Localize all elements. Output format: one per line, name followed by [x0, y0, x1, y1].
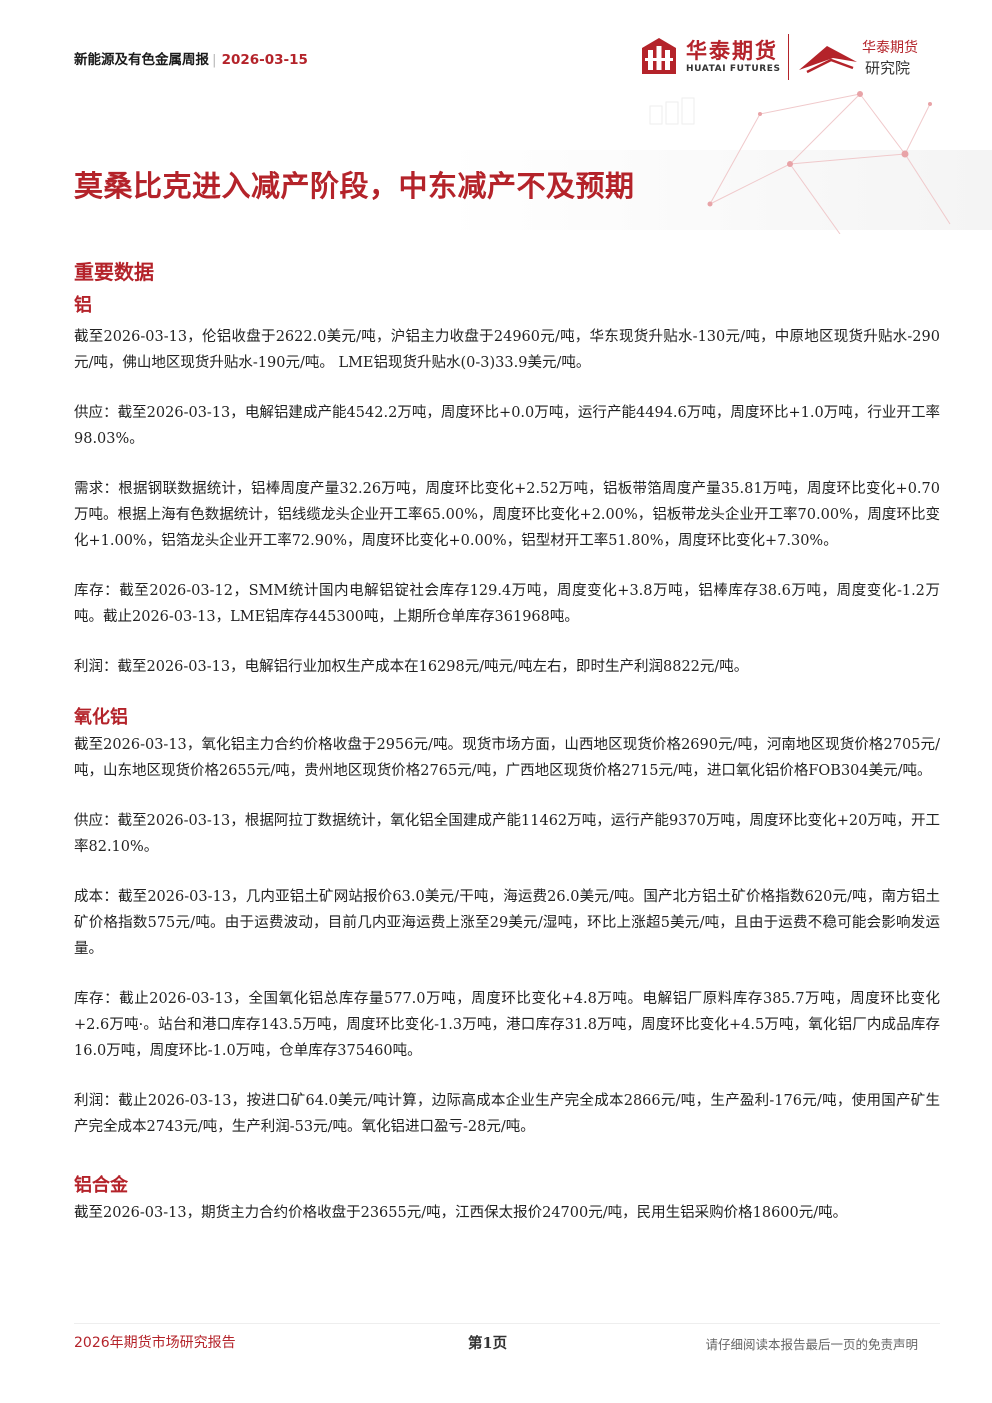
footer-report-title: 2026年期货市场研究报告	[74, 1335, 236, 1351]
aluminum-supply-paragraph: 供应：截至2026-03-13，电解铝建成产能4542.2万吨，周度环比+0.0…	[74, 405, 940, 447]
institute-logo-icon	[799, 46, 857, 74]
alumina-cost-paragraph: 成本：截至2026-03-13，几内亚铝土矿网站报价63.0美元/干吨，海运费2…	[74, 889, 940, 957]
aluminum-inventory-paragraph: 库存：截至2026-03-12，SMM统计国内电解铝锭社会库存129.4万吨，周…	[74, 583, 940, 625]
page-title: 莫桑比克进入减产阶段，中东减产不及预期	[74, 169, 635, 203]
aluminum-price-paragraph: 截至2026-03-13，伦铝收盘于2622.0美元/吨，沪铝主力收盘于2496…	[74, 329, 940, 371]
logo-divider	[788, 34, 789, 80]
company-name-en: HUATAI FUTURES	[686, 64, 781, 74]
aluminum-heading: 铝	[74, 295, 92, 316]
alumina-heading: 氧化铝	[74, 707, 128, 728]
logo-area: 华泰期货 HUATAI FUTURES 华泰期货 研究院	[640, 32, 930, 84]
page-footer: 2026年期货市场研究报告 第1页 请仔细阅读本报告最后一页的免责声明	[74, 1323, 940, 1354]
alloy-heading: 铝合金	[74, 1175, 128, 1196]
aluminum-profit-paragraph: 利润：截至2026-03-13，电解铝行业加权生产成本在16298元/吨元/吨左…	[74, 659, 749, 675]
alumina-supply-paragraph: 供应：截至2026-03-13，根据阿拉丁数据统计，氧化铝全国建成产能11462…	[74, 813, 940, 855]
alumina-inventory-paragraph: 库存：截止2026-03-13，全国氧化铝总库存量577.0万吨，周度环比变化+…	[74, 991, 940, 1059]
institute-name-line1: 华泰期货	[862, 40, 918, 56]
report-header: 新能源及有色金属周报|2026-03-15	[74, 48, 308, 68]
huatai-logo-icon	[642, 38, 676, 74]
alloy-price-paragraph: 截至2026-03-13，期货主力合约价格收盘于23655元/吨，江西保太报价2…	[74, 1205, 848, 1221]
header-separator: |	[212, 52, 217, 68]
alumina-profit-paragraph: 利润：截止2026-03-13，按进口矿64.0美元/吨计算，边际高成本企业生产…	[74, 1093, 940, 1135]
title-banner-band	[0, 150, 992, 230]
report-name: 新能源及有色金属周报	[74, 52, 209, 68]
company-name-cn: 华泰期货	[686, 39, 778, 63]
report-date: 2026-03-15	[221, 52, 308, 68]
aluminum-demand-paragraph: 需求：根据钢联数据统计，铝棒周度产量32.26万吨，周度环比变化+2.52万吨，…	[74, 481, 940, 549]
report-content: 重要数据 铝 截至2026-03-13，伦铝收盘于2622.0美元/吨，沪铝主力…	[74, 256, 940, 1226]
institute-name-line2: 研究院	[865, 59, 911, 77]
network-decoration-icon	[649, 91, 951, 234]
alumina-price-paragraph: 截至2026-03-13，氧化铝主力合约价格收盘于2956元/吨。现货市场方面，…	[74, 737, 940, 779]
section-heading: 重要数据	[74, 260, 154, 284]
footer-disclaimer: 请仔细阅读本报告最后一页的免责声明	[705, 1337, 918, 1352]
page-number: 第1页	[468, 1335, 508, 1352]
